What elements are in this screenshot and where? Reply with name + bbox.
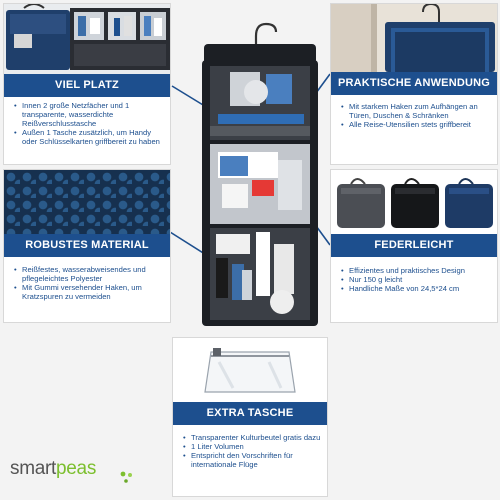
list-item: Reißfestes, wasserabweisendes und pflege… <box>14 265 164 283</box>
list-item: Mit starkem Haken zum Aufhängen an Türen… <box>341 102 491 120</box>
list-item: Alle Reise-Utensilien stets griffbereit <box>341 120 491 129</box>
list-item: Nur 150 g leicht <box>341 275 491 284</box>
hanging-bag-image <box>202 22 318 326</box>
panel-federleicht: FEDERLEICHT Effizientes und praktisches … <box>330 169 498 323</box>
logo-text-smart: smart <box>10 458 57 479</box>
bag-colors-photo <box>331 170 497 234</box>
logo-text-peas: peas <box>56 458 97 479</box>
fabric-texture-image <box>4 170 170 234</box>
list-item: 1 Liter Volumen <box>183 442 321 451</box>
open-bag-image <box>4 4 170 74</box>
bag-open-photo <box>4 4 170 74</box>
list-item: Transparenter Kulturbeutel gratis dazu <box>183 433 321 442</box>
extra-tasche-title: EXTRA TASCHE <box>173 402 327 425</box>
federleicht-title: FEDERLEICHT <box>331 234 497 257</box>
door-hook-image <box>331 4 497 72</box>
list-item: Effizientes und praktisches Design <box>341 266 491 275</box>
panel-viel-platz: VIEL PLATZ Innen 2 große Netzfächer und … <box>3 3 171 165</box>
panel-extra-tasche: EXTRA TASCHE Transparenter Kulturbeutel … <box>172 337 328 497</box>
door-hook-photo <box>331 4 497 72</box>
list-item: Innen 2 große Netzfächer und 1 transpare… <box>14 101 164 128</box>
list-item: Mit Gummi versehender Haken, um Kratzspu… <box>14 283 164 301</box>
list-item: Außen 1 Tasche zusätzlich, um Handy oder… <box>14 128 164 146</box>
robustes-material-title: ROBUSTES MATERIAL <box>4 234 170 257</box>
panel-robustes-material: ROBUSTES MATERIAL Reißfestes, wasserabwe… <box>3 169 171 323</box>
three-bags-image <box>331 170 497 234</box>
praktische-anwendung-list: Mit starkem Haken zum Aufhängen an Türen… <box>331 95 497 129</box>
smartpeas-logo: smartpeas <box>10 458 96 480</box>
list-item: Entspricht den Vorschriften für internat… <box>183 451 321 469</box>
list-item: Handliche Maße von 24,5*24 cm <box>341 284 491 293</box>
pea-dots-icon <box>120 471 132 483</box>
praktische-anwendung-title: PRAKTISCHE ANWENDUNG <box>331 72 497 95</box>
viel-platz-list: Innen 2 große Netzfächer und 1 transpare… <box>4 97 170 146</box>
federleicht-list: Effizientes und praktisches Design Nur 1… <box>331 257 497 293</box>
extra-tasche-list: Transparenter Kulturbeutel gratis dazu 1… <box>173 425 327 469</box>
clear-pouch-image <box>173 338 327 402</box>
robustes-material-list: Reißfestes, wasserabweisendes und pflege… <box>4 257 170 301</box>
viel-platz-title: VIEL PLATZ <box>4 74 170 97</box>
clear-pouch-photo <box>173 338 327 402</box>
panel-praktische-anwendung: PRAKTISCHE ANWENDUNG Mit starkem Haken z… <box>330 3 498 165</box>
